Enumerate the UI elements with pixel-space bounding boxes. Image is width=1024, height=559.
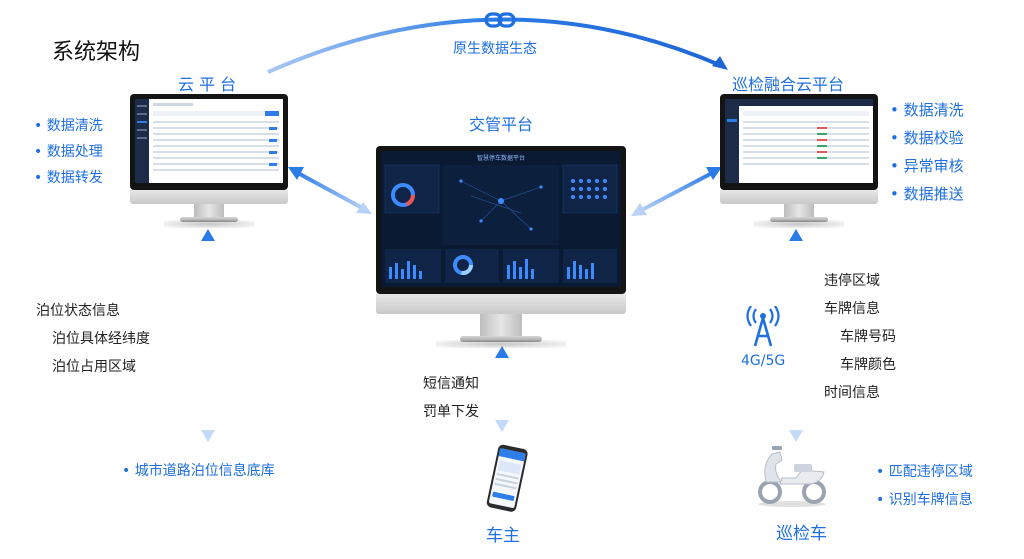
network-label: 4G/5G [741, 353, 786, 369]
traffic-to-owner-arrow [495, 346, 509, 432]
notification-line: 短信通知 [423, 376, 479, 392]
patrol-cloud-item: • 数据清洗 [890, 101, 964, 119]
cloud-items: • 数据清洗 • 数据处理 • 数据转发 [34, 113, 103, 191]
patrol-cloud-item: • 数据推送 [890, 185, 964, 203]
patrol-scooter [752, 442, 832, 508]
page-title: 系统架构 [52, 40, 141, 65]
patrol-cloud-items: • 数据清洗 • 数据校验 • 异常审核 • 数据推送 [890, 96, 964, 208]
notification-info: 短信通知 罚单下发 [423, 370, 479, 426]
cloud-item: • 数据转发 [34, 170, 103, 186]
notification-line: 罚单下发 [423, 404, 479, 420]
city-berth-db: • 城市道路泊位信息底库 [122, 463, 275, 479]
violation-info-line: 车牌信息 [824, 301, 880, 317]
berth-info-line: 泊位占用区域 [52, 359, 136, 375]
cloud-item: • 数据处理 [34, 144, 103, 160]
berth-info-line: 泊位具体经纬度 [52, 331, 150, 347]
car-owner-label: 车主 [486, 526, 520, 546]
link-icon [484, 11, 516, 29]
cloud-monitor [130, 94, 288, 228]
screen-title: 智慧停车数据平台 [477, 154, 525, 162]
violation-info-line: 车牌号码 [840, 329, 896, 345]
cloud-to-db-arrow [201, 229, 215, 442]
berth-info: 泊位状态信息 泊位具体经纬度 泊位占用区域 [36, 297, 150, 381]
berth-info-line: 泊位状态信息 [36, 303, 120, 319]
patrol-cloud-item: • 异常审核 [890, 157, 964, 175]
top-link-label: 原生数据生态 [453, 41, 537, 57]
smartphone [478, 442, 534, 516]
signal-tower-icon [746, 305, 780, 348]
traffic-monitor: 智慧停车数据平台 [376, 146, 626, 348]
patrol-car-item: • 匹配违停区域 [876, 464, 973, 480]
patrol-to-traffic-arrow [631, 167, 722, 216]
traffic-platform-title: 交管平台 [469, 115, 534, 134]
violation-info-line: 时间信息 [824, 385, 880, 401]
patrol-car-label: 巡检车 [776, 524, 827, 544]
patrol-cloud-title: 巡检融合云平台 [732, 75, 845, 94]
patrol-car-item: • 识别车牌信息 [876, 492, 973, 508]
violation-info-line: 车牌颜色 [840, 357, 896, 373]
patrol-cloud-item: • 数据校验 [890, 129, 964, 147]
patrol-car-items: • 匹配违停区域 • 识别车牌信息 [876, 458, 973, 514]
violation-info: 违停区域 车牌信息 车牌号码 车牌颜色 时间信息 [824, 267, 896, 407]
violation-info-line: 违停区域 [824, 273, 880, 289]
cloud-platform-title: 云 平 台 [178, 75, 237, 94]
cloud-to-traffic-arrow [288, 167, 372, 214]
patrol-cloud-monitor [720, 94, 878, 228]
patrol-to-car-arrow [789, 229, 803, 442]
cloud-item: • 数据清洗 [34, 118, 103, 134]
